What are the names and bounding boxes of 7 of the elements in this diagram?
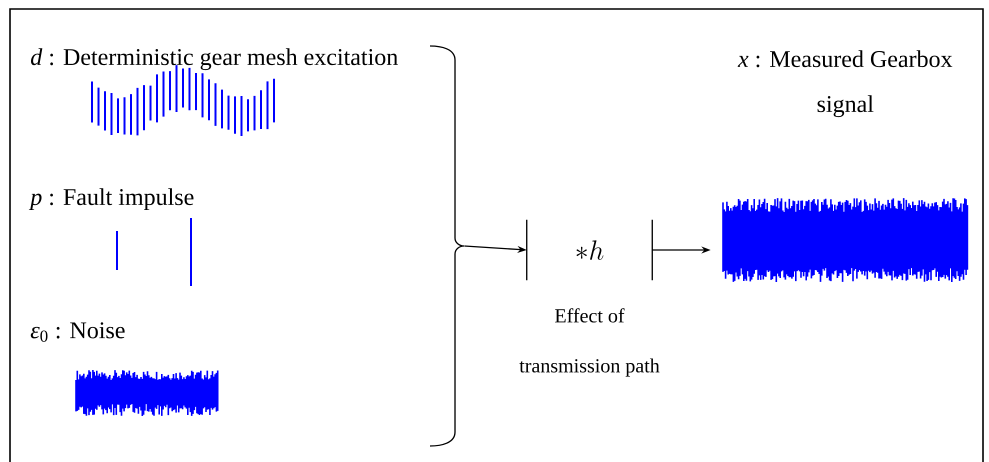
caption-text: Effect of transmission path <box>519 308 660 377</box>
signal-label: d : Deterministic gear mesh excitation <box>31 48 398 70</box>
signal-label: ε$_{0}$ : Noise <box>30 322 125 342</box>
curly-brace <box>429 45 465 447</box>
signal-label: x : Measured Gearbox signal <box>738 50 952 118</box>
convolution-operator: $*h$ <box>526 219 653 281</box>
signal-label: p : Fault impulse <box>28 188 194 210</box>
